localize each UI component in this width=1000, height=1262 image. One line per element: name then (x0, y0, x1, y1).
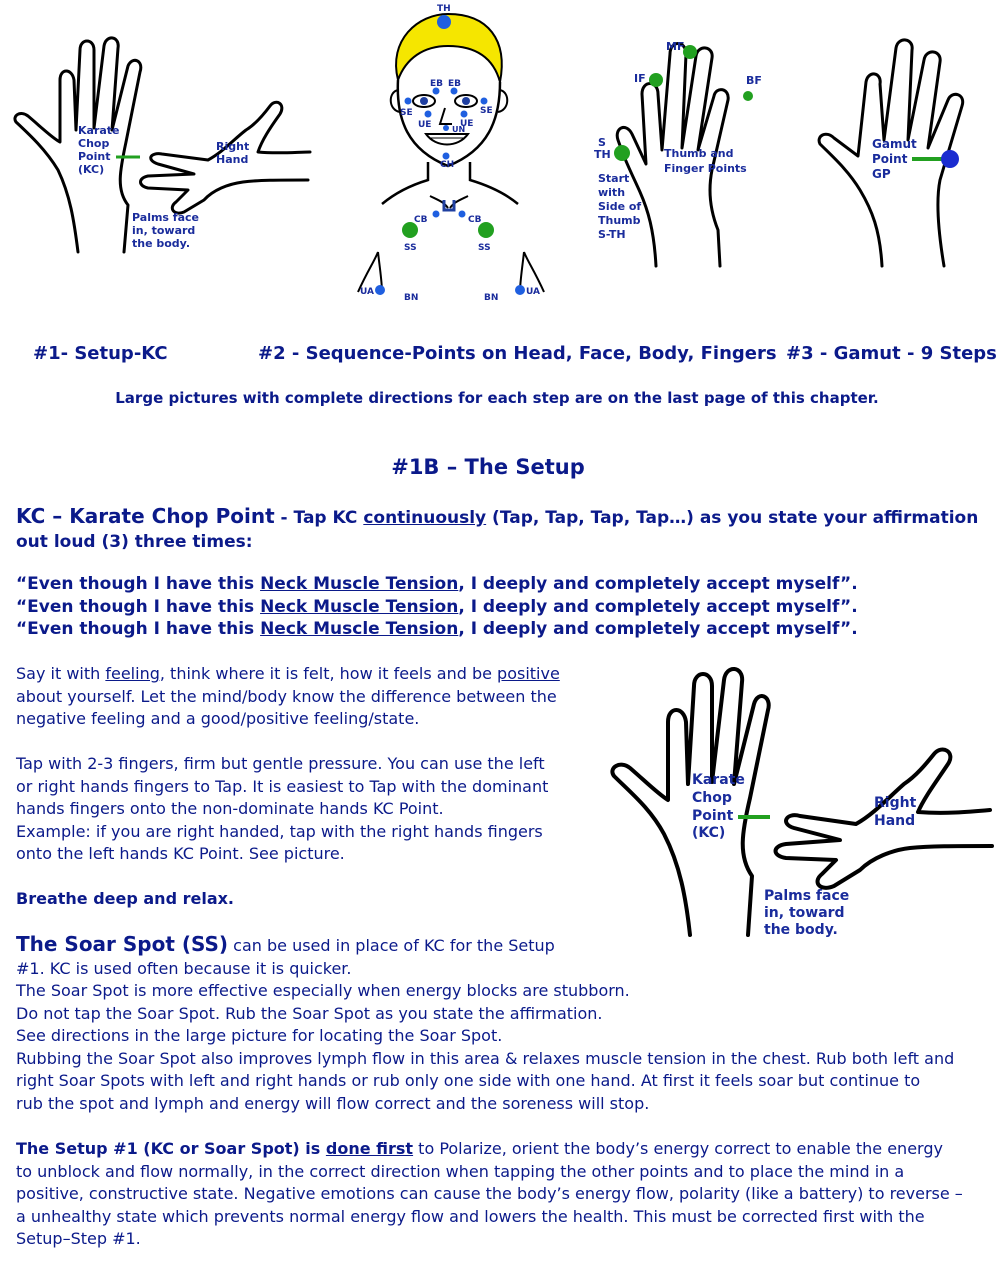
label-un: UN (452, 125, 465, 134)
label-bn-left: BN (404, 293, 418, 303)
affirmation-line: “Even though I have this Neck Muscle Ten… (16, 596, 858, 617)
note-large-pictures: Large pictures with complete directions … (115, 389, 879, 407)
figure-finger-points: MF IF BF S TH Thumb and Finger Points St… (594, 40, 762, 268)
kc-term: KC – Karate Chop Point (16, 504, 275, 528)
para-soar-spot: The Soar Spot (SS) can be used in place … (16, 932, 955, 1113)
kc-part1: - Tap KC (274, 508, 364, 528)
soar-term: The Soar Spot (SS) (16, 932, 229, 956)
palms-large-label-3: the body. (764, 922, 838, 938)
neck-tension-link[interactable]: Neck Muscle Tension (260, 596, 459, 617)
label-bn-right: BN (484, 293, 498, 303)
kc-intro: KC – Karate Chop Point - Tap KC continuo… (16, 504, 986, 554)
palms-label-2: in, toward (132, 224, 195, 237)
label-if: IF (634, 72, 646, 85)
right-hand-label-1: Right (216, 140, 249, 153)
caption-setup-kc: #1- Setup-KC (33, 343, 168, 364)
para-tap: Tap with 2-3 fingers, firm but gentle pr… (16, 754, 549, 863)
caption-sequence-points: #2 - Sequence-Points on Head, Face, Body… (258, 343, 777, 364)
figure-sequence-points: TH EB EB SE SE UE UE UN CH CB CB SS SS U… (357, 4, 545, 303)
figure-setup-kc-large: Karate Chop Point (KC) Right Hand Palms … (610, 667, 994, 938)
kc-label-1: Karate (78, 124, 120, 137)
label-ss-left: SS (404, 243, 417, 253)
kc-large-label-3: Point (692, 808, 734, 824)
palms-large-label-1: Palms face (764, 888, 849, 904)
para-feeling: Say it with feeling, think where it is f… (16, 664, 560, 728)
label-s: S (598, 136, 606, 149)
affirmation-line: “Even though I have this Neck Muscle Ten… (16, 619, 858, 639)
palms-label-1: Palms face (132, 211, 199, 224)
kc-label-4: (KC) (78, 163, 104, 176)
palms-label-3: the body. (132, 237, 190, 250)
figure-gamut-point: Gamut Point GP (817, 38, 965, 268)
figure-setup-kc: Karate Chop Point (KC) Right Hand Palms … (13, 36, 312, 254)
kc-line2: out loud (3) three times: (16, 532, 253, 552)
label-th: TH (437, 4, 451, 14)
breathe-text: Breathe deep and relax. (16, 889, 235, 908)
right-hand-large-label-1: Right (874, 795, 917, 811)
start-label-4: Thumb (598, 214, 641, 227)
label-eb-right: EB (448, 79, 461, 89)
label-ss-right: SS (478, 243, 491, 253)
kc-large-label-1: Karate (692, 772, 745, 788)
affirmations: “Even though I have this Neck Muscle Ten… (16, 573, 986, 641)
kc-label-2: Chop (78, 137, 109, 150)
gamut-label-2: Point (872, 152, 908, 166)
done-first: done first (325, 1139, 414, 1158)
label-ue-left: UE (418, 120, 431, 130)
neck-tension-link[interactable]: Neck Muscle Tension (260, 619, 459, 639)
kc-large-label-2: Chop (692, 790, 732, 806)
thumb-label-1: Thumb and (664, 147, 733, 160)
label-cb-left: CB (414, 215, 428, 225)
kc-large-label-4: (KC) (692, 825, 725, 841)
affirmation-line: “Even though I have this Neck Muscle Ten… (16, 574, 858, 594)
label-ue-right: UE (460, 119, 473, 129)
right-hand-large-label-2: Hand (874, 813, 915, 829)
kc-continuously: continuously (363, 508, 487, 528)
start-label-2: with (598, 186, 625, 199)
kc-label-3: Point (78, 150, 110, 163)
label-ua-right: UA (526, 287, 540, 297)
caption-gamut: #3 - Gamut - 9 Steps (786, 343, 997, 364)
label-se-left: SE (400, 108, 413, 118)
label-se-right: SE (480, 106, 493, 116)
label-th-finger: TH (594, 148, 611, 161)
start-label-3: Side of (598, 200, 641, 213)
start-label-1: Start (598, 172, 629, 185)
label-eb-left: EB (430, 79, 443, 89)
label-cb-right: CB (468, 215, 482, 225)
section-title: #1B – The Setup (391, 455, 585, 479)
label-bf: BF (746, 74, 762, 87)
palms-large-label-2: in, toward (764, 905, 845, 921)
kc-part2: (Tap, Tap, Tap, Tap…) as you state your … (486, 508, 979, 528)
gamut-label-1: Gamut (872, 137, 917, 151)
label-ch: CH (440, 160, 454, 170)
thumb-label-2: Finger Points (664, 162, 747, 175)
gamut-label-3: GP (872, 167, 891, 181)
label-ua-left: UA (360, 287, 374, 297)
label-mf: MF (666, 40, 684, 53)
right-hand-label-2: Hand (216, 153, 248, 166)
neck-tension-link[interactable]: Neck Muscle Tension (260, 574, 459, 594)
para-setup-first: The Setup #1 (KC or Soar Spot) is done f… (16, 1139, 963, 1248)
start-label-5: S-TH (598, 228, 626, 241)
